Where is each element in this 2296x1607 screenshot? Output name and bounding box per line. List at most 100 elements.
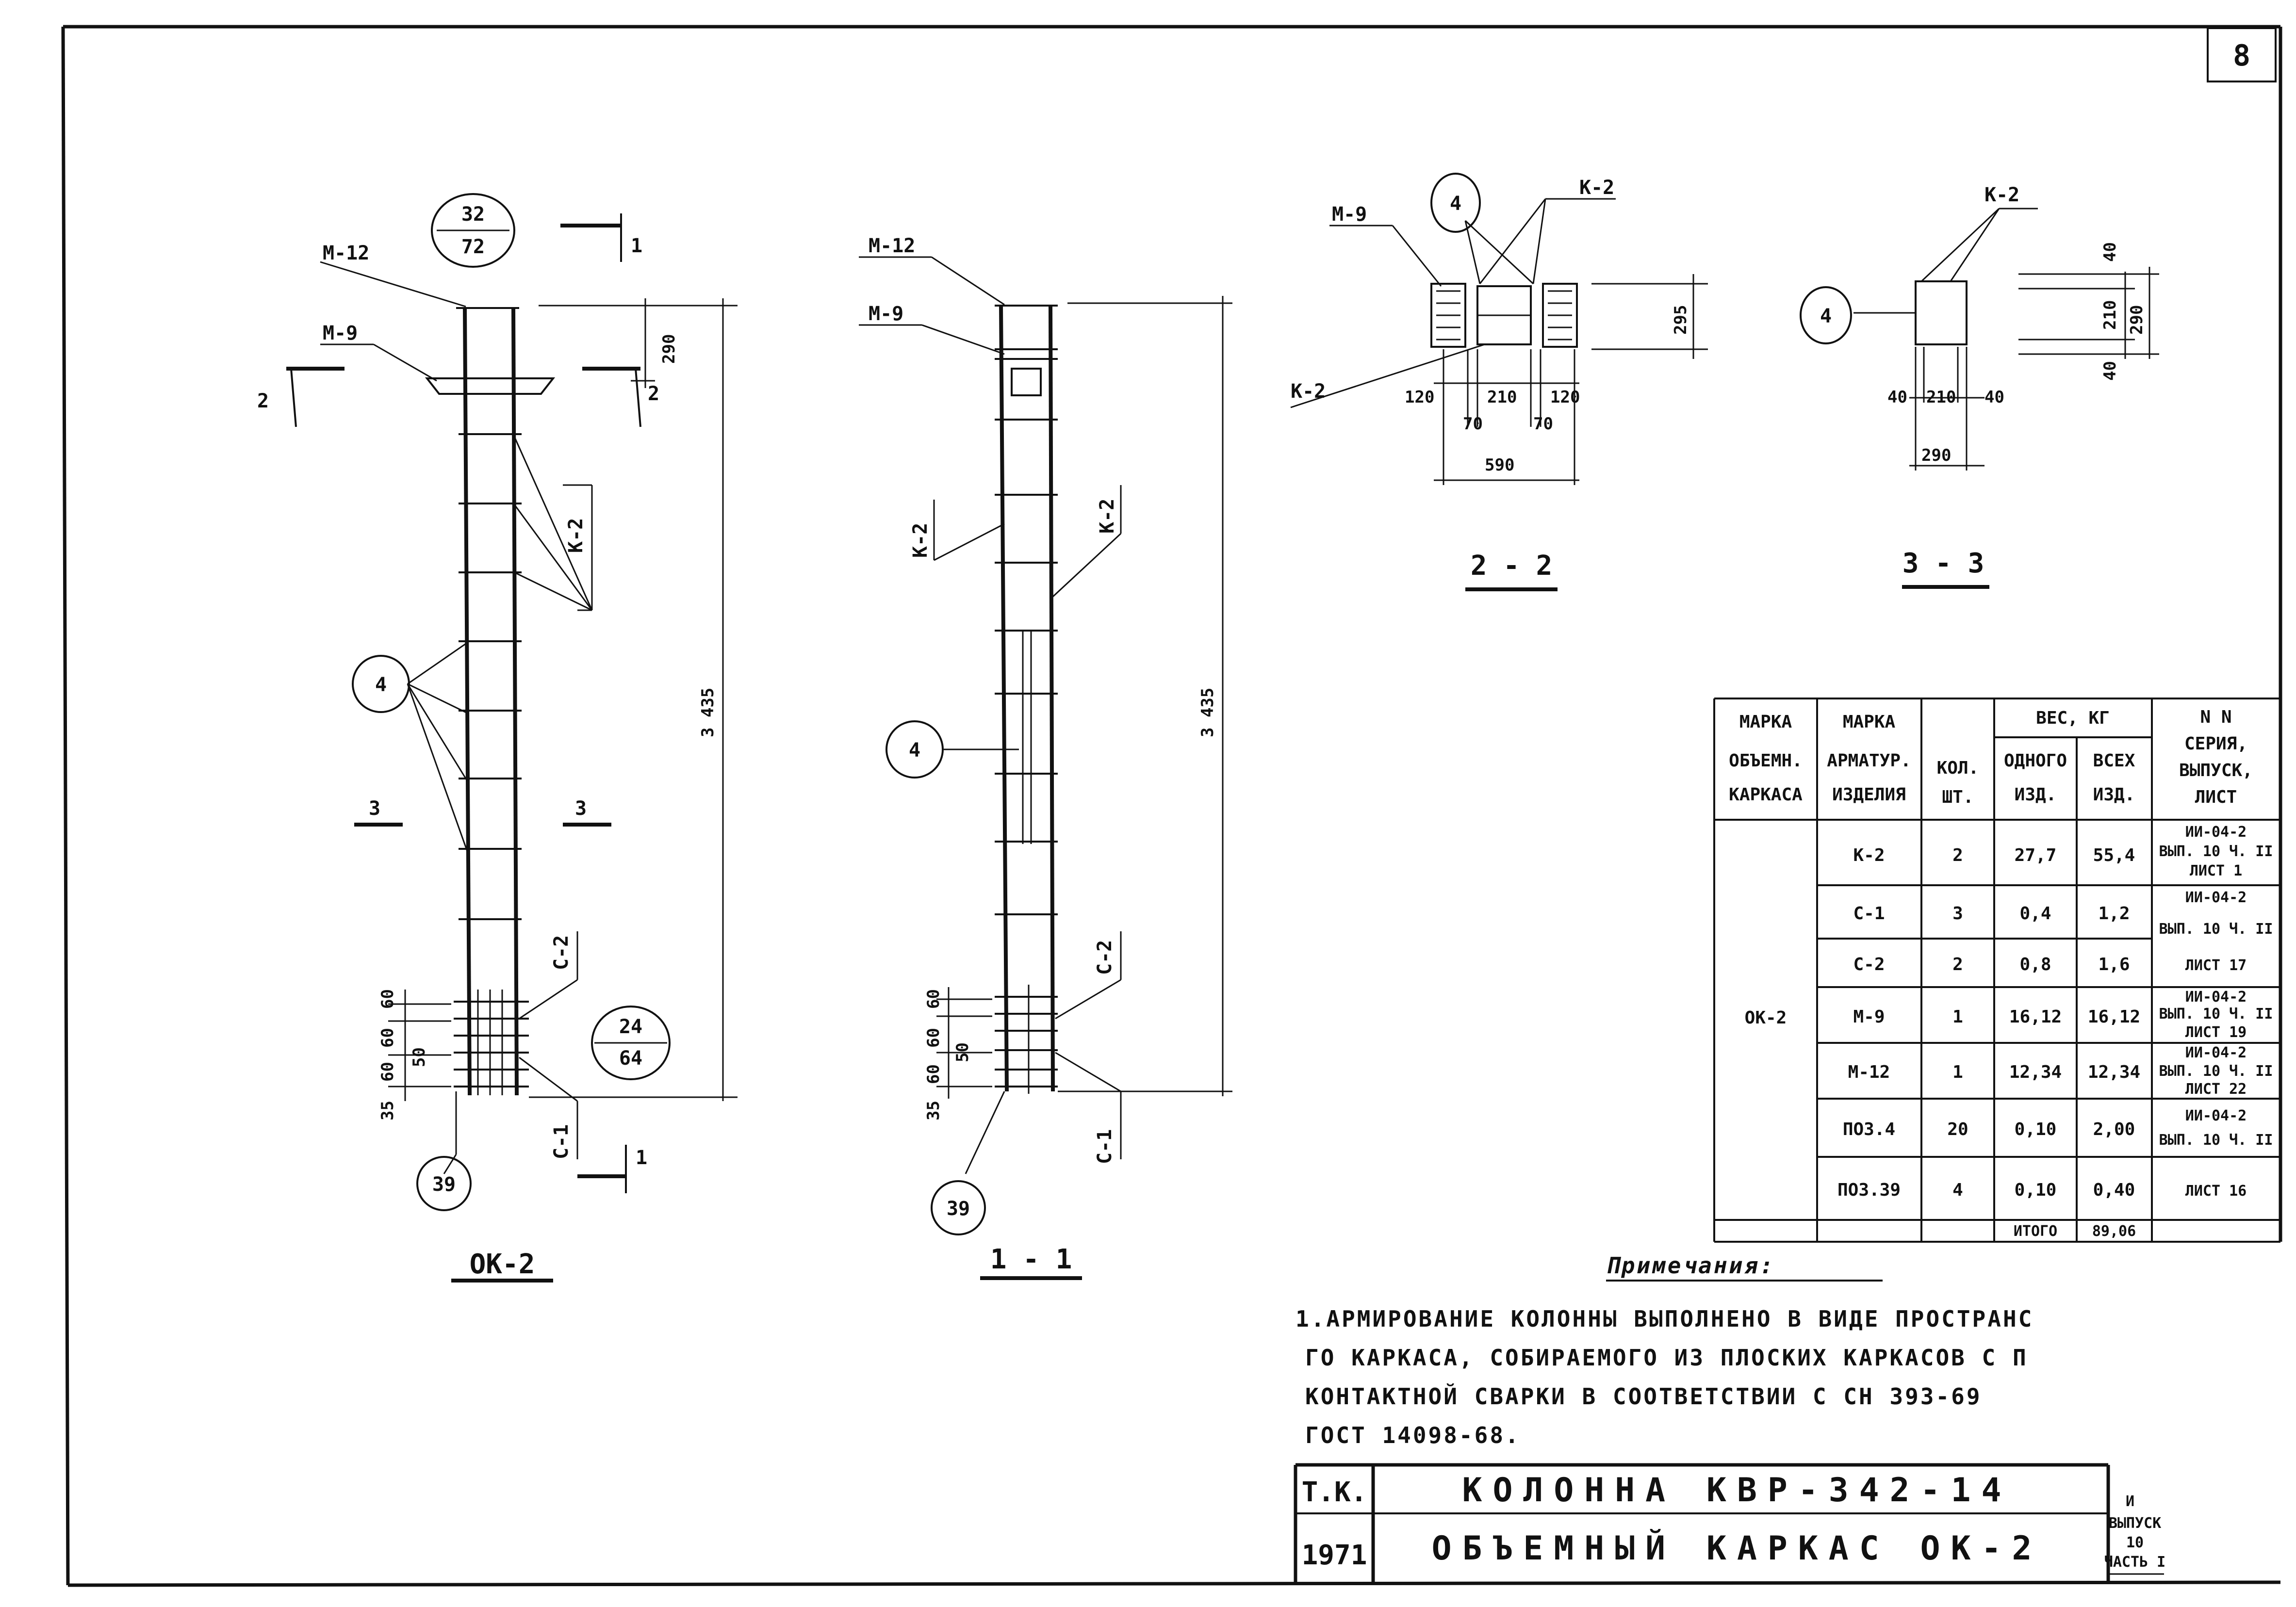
- section-mark-1-top: 1: [560, 213, 642, 262]
- position-bubble-4: 4: [1430, 173, 1481, 233]
- svg-text:ИЗД.: ИЗД.: [2015, 785, 2057, 805]
- series-ref: ИИ-04-2 ВЫП. 10 Ч. II ЛИСТ 19: [2159, 989, 2273, 1041]
- notes: Примечания: 1.АРМИРОВАНИЕ КОЛОННЫ ВЫПОЛН…: [1296, 1252, 2032, 1448]
- column-bar: [463, 308, 472, 1096]
- caption-ok2: ОК-2: [470, 1249, 535, 1280]
- svg-text:3: 3: [1952, 904, 1963, 924]
- table-row: М-9 1 16,12 16,12: [1853, 1007, 2140, 1027]
- svg-text:40: 40: [1984, 388, 2004, 407]
- svg-text:72: 72: [461, 236, 485, 258]
- svg-text:ИИ-04-2: ИИ-04-2: [2185, 1044, 2247, 1061]
- header-weight-one: ОДНОГО ИЗД.: [2004, 751, 2067, 805]
- title-block: Т.К. 1971 КОЛОННА КВР-342-14 ОБЪЕМНЫЙ КА…: [1294, 1463, 2165, 1584]
- svg-text:М-12: М-12: [1848, 1062, 1890, 1082]
- series-ref: ИИ-04-2 ВЫП. 10 Ч. II ЛИСТ 22: [2159, 1044, 2273, 1098]
- view-2-2: 4 М-9 К-2 К-2 295 120 210 120 70 70 590 …: [1290, 173, 1708, 591]
- svg-text:210: 210: [1487, 388, 1517, 407]
- svg-text:ЛИСТ 19: ЛИСТ 19: [2185, 1024, 2247, 1041]
- position-bubble-39: 39: [416, 1156, 472, 1211]
- svg-text:290: 290: [1921, 446, 1951, 465]
- svg-text:КОЛ.: КОЛ.: [1937, 758, 1979, 778]
- caption-1-1: 1 - 1: [990, 1244, 1072, 1275]
- svg-text:3: 3: [369, 797, 380, 820]
- label-m9: М-9: [869, 303, 903, 325]
- svg-text:24: 24: [619, 1016, 642, 1038]
- label-c1: С-1: [550, 1124, 573, 1159]
- column-bar: [511, 308, 519, 1096]
- svg-text:МАРКА: МАРКА: [1843, 712, 1896, 732]
- svg-text:0,4: 0,4: [2019, 904, 2051, 924]
- dim-295: 295: [1671, 305, 1690, 335]
- svg-text:210: 210: [2100, 300, 2120, 330]
- svg-text:32: 32: [461, 203, 485, 226]
- svg-text:ЛИСТ: ЛИСТ: [2195, 787, 2237, 807]
- svg-text:35: 35: [924, 1101, 943, 1120]
- svg-text:12,34: 12,34: [2088, 1062, 2140, 1082]
- label-k2: К-2: [1291, 380, 1326, 403]
- total-label: ИТОГО: [2014, 1223, 2057, 1240]
- svg-text:16,12: 16,12: [2009, 1007, 2062, 1027]
- section-mark-3-right: 3: [563, 797, 611, 827]
- issue-line: ВЫПУСК: [2109, 1515, 2161, 1532]
- title-year: 1971: [1302, 1540, 1367, 1571]
- svg-text:ПОЗ.39: ПОЗ.39: [1837, 1180, 1901, 1200]
- m9-plate-right: [1542, 283, 1578, 348]
- svg-text:60: 60: [924, 1064, 943, 1084]
- svg-text:60: 60: [924, 989, 943, 1009]
- svg-text:СЕРИЯ,: СЕРИЯ,: [2184, 734, 2247, 754]
- frame-mark-cell: ОК-2: [1745, 1008, 1787, 1028]
- svg-text:2: 2: [1952, 845, 1963, 865]
- issue-line: ЧАСТЬ I: [2104, 1554, 2165, 1571]
- frame-left: [61, 26, 70, 1586]
- header-weight: ВЕС, КГ: [2036, 708, 2110, 728]
- svg-text:60: 60: [378, 989, 397, 1009]
- svg-text:55,4: 55,4: [2093, 845, 2135, 865]
- label-k2: К-2: [1984, 184, 2019, 206]
- m9-plate-left: [1430, 283, 1466, 348]
- svg-text:ИИ-04-2: ИИ-04-2: [2185, 989, 2247, 1006]
- section-mark-2-right: 2: [582, 367, 659, 427]
- svg-text:1: 1: [636, 1147, 647, 1169]
- table-row: С-1 3 0,4 1,2: [1853, 904, 2130, 924]
- sheet-number: 8: [2233, 39, 2250, 73]
- svg-text:ВЫП. 10 Ч. II: ВЫП. 10 Ч. II: [2159, 921, 2273, 938]
- series-ref: ИИ-04-2 ВЫП. 10 Ч. II ЛИСТ 16: [2159, 1107, 2273, 1200]
- label-k2: К-2: [909, 523, 932, 558]
- ratio-bubble-top: 32 72: [431, 193, 515, 268]
- svg-text:ВСЕХ: ВСЕХ: [2093, 751, 2135, 771]
- svg-text:120: 120: [1550, 388, 1580, 407]
- svg-text:64: 64: [619, 1047, 642, 1070]
- svg-text:1: 1: [1952, 1062, 1963, 1082]
- svg-text:16,12: 16,12: [2088, 1007, 2140, 1027]
- header-qty: КОЛ. ШТ.: [1937, 758, 1979, 807]
- table-row: М-12 1 12,34 12,34: [1848, 1062, 2141, 1082]
- svg-text:70: 70: [1533, 414, 1553, 434]
- title-sub: ОБЪЕМНЫЙ КАРКАС ОК-2: [1432, 1529, 2043, 1568]
- caption-2-2: 2 - 2: [1471, 550, 1553, 582]
- svg-text:60: 60: [378, 1062, 397, 1082]
- svg-text:12,34: 12,34: [2009, 1062, 2062, 1082]
- svg-text:АРМАТУР.: АРМАТУР.: [1827, 751, 1911, 771]
- title-code: Т.К.: [1302, 1477, 1367, 1508]
- series-ref: ИИ-04-2 ВЫП. 10 Ч. II ЛИСТ 1: [2159, 824, 2273, 879]
- svg-text:50: 50: [410, 1047, 429, 1067]
- svg-text:ИИ-04-2: ИИ-04-2: [2185, 824, 2247, 841]
- svg-text:ВЫП. 10 Ч. II: ВЫП. 10 Ч. II: [2159, 843, 2273, 860]
- svg-text:27,7: 27,7: [2015, 845, 2057, 865]
- label-c2: С-2: [1094, 940, 1116, 975]
- section-mark-1-bottom: 1: [577, 1145, 647, 1193]
- svg-text:40: 40: [2100, 242, 2120, 262]
- svg-text:40: 40: [2100, 361, 2120, 381]
- svg-text:0,10: 0,10: [2015, 1120, 2057, 1139]
- svg-text:ИЗД.: ИЗД.: [2093, 785, 2135, 805]
- section-3-3-frame: [1915, 280, 1968, 345]
- label-k2: К-2: [1579, 177, 1614, 199]
- issue-line: И: [2126, 1493, 2134, 1510]
- view-1-1: М-12 М-9 К-2 К-2 С-2 С-1 3 435 60 60 50 …: [859, 235, 1232, 1280]
- svg-text:ВЫП. 10 Ч. II: ВЫП. 10 Ч. II: [2159, 1132, 2273, 1149]
- m9-plate: [425, 377, 556, 395]
- svg-text:210: 210: [1926, 388, 1956, 407]
- label-m9: М-9: [323, 322, 358, 344]
- label-m9: М-9: [1332, 203, 1367, 226]
- position-bubble-4: 4: [1800, 286, 1852, 344]
